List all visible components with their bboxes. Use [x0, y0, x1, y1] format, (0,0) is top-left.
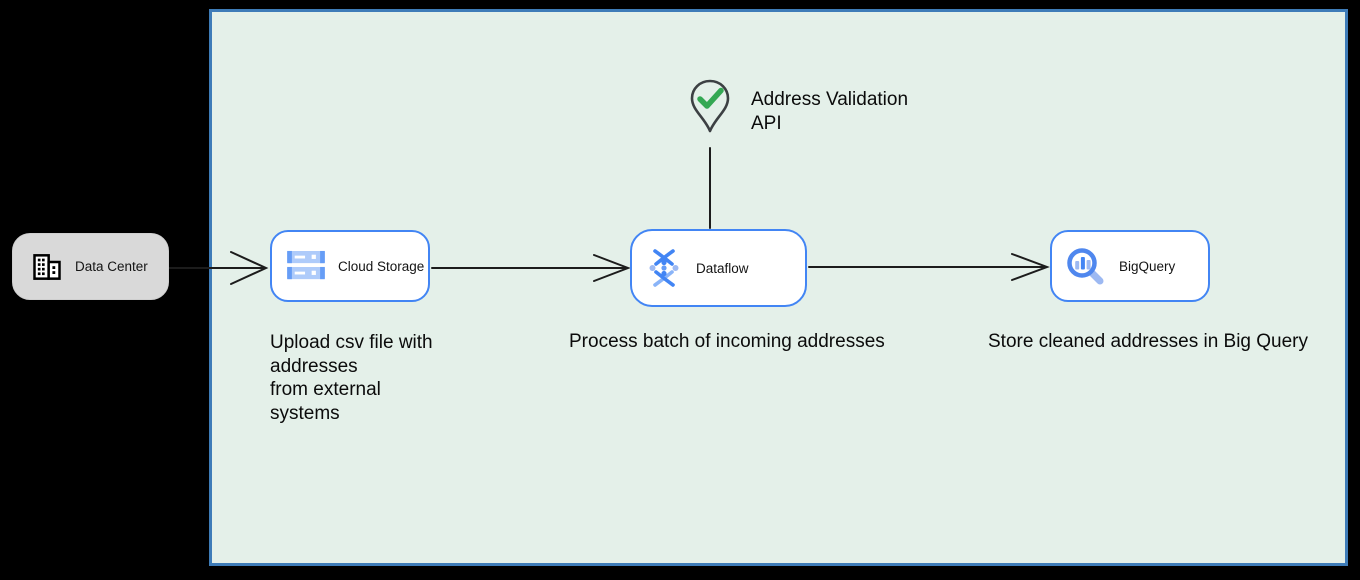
caption-cloud-storage: Upload csv file with addresses from exte…	[270, 332, 433, 424]
dataflow-node[interactable]: Dataflow	[630, 229, 807, 307]
cloud-storage-label: Cloud Storage	[338, 258, 425, 274]
bigquery-node[interactable]: BigQuery	[1050, 230, 1210, 302]
caption-bigquery: Store cleaned addresses in Big Query	[988, 331, 1309, 352]
cloud-storage-node[interactable]: Cloud Storage	[270, 230, 430, 302]
address-validation-label: Address Validation API	[751, 89, 909, 134]
bigquery-label: BigQuery	[1119, 258, 1176, 274]
cloud-storage-icon	[287, 250, 325, 282]
map-pin-check-icon	[687, 79, 733, 135]
address-validation-pin[interactable]	[687, 79, 733, 135]
caption-dataflow: Process batch of incoming addresses	[569, 331, 885, 352]
bigquery-icon	[1065, 246, 1105, 286]
dataflow-icon	[646, 248, 682, 288]
building-icon	[32, 252, 62, 282]
data-center-node[interactable]: Data Center	[12, 233, 169, 300]
dataflow-label: Dataflow	[696, 260, 749, 276]
data-center-label: Data Center	[75, 259, 148, 274]
